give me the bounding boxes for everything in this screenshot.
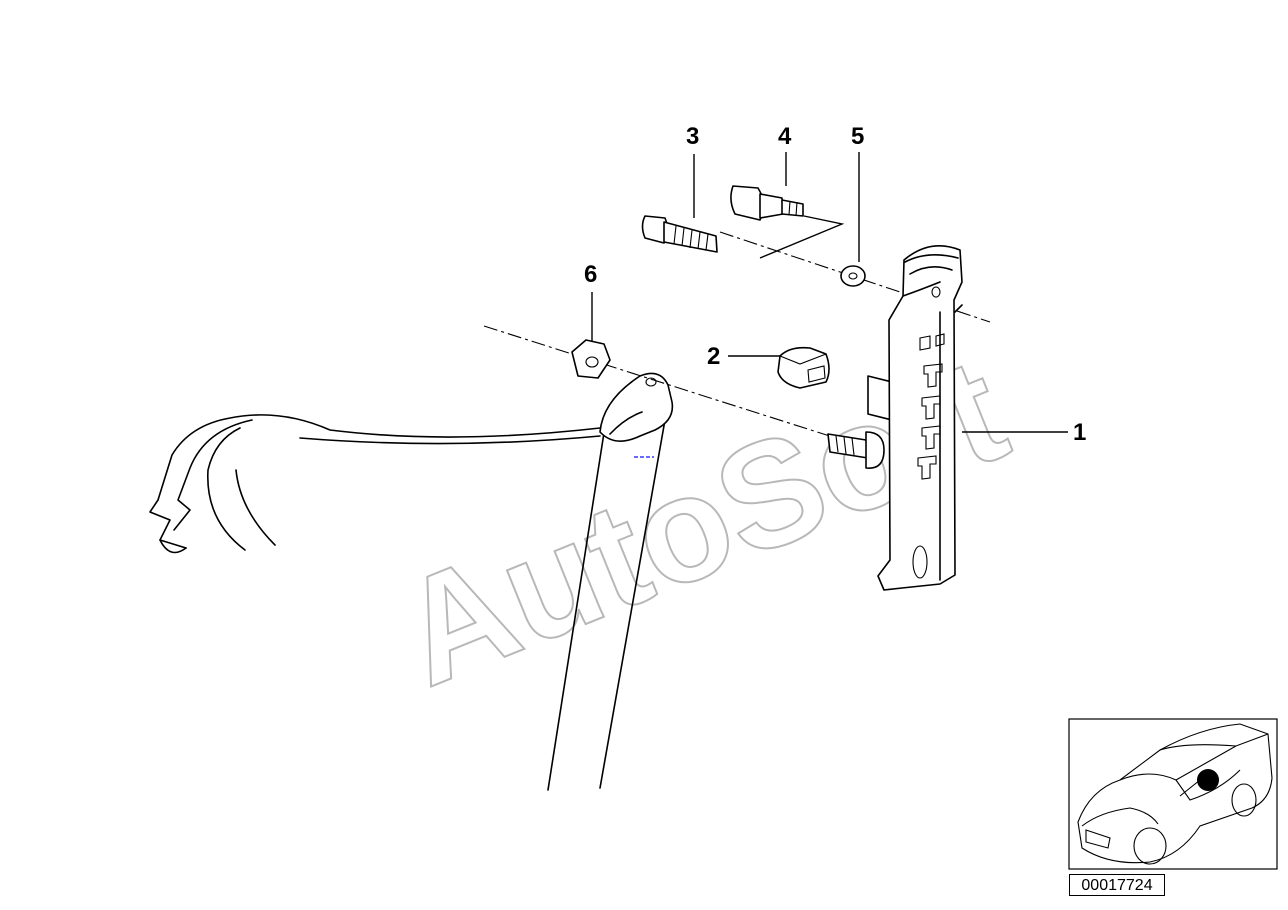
callout-3: 3	[686, 123, 699, 150]
callout-6: 6	[584, 261, 597, 288]
reference-number: 00017724	[1069, 874, 1165, 896]
callout-1: 1	[1073, 419, 1086, 446]
callout-leaders	[591, 152, 1068, 433]
car-location-thumbnail	[1068, 718, 1278, 870]
slider-part-2	[777, 346, 830, 389]
callout-2: 2	[707, 343, 720, 370]
callout-4: 4	[778, 123, 792, 150]
callout-5: 5	[851, 123, 864, 150]
axis-line-4	[759, 215, 845, 259]
rail-bolt	[827, 375, 893, 469]
hex-nut-part-6	[571, 339, 611, 379]
bolt-part-4	[730, 185, 804, 221]
axis-line-6	[483, 325, 881, 453]
washer-part-5	[840, 265, 866, 287]
anchor-fitting	[599, 372, 674, 442]
location-marker	[1197, 769, 1219, 791]
bolt-part-3	[641, 215, 718, 253]
adjuster-rail-part-1	[877, 244, 963, 591]
seat-frame	[149, 414, 601, 554]
car-outline-icon	[1077, 723, 1273, 865]
